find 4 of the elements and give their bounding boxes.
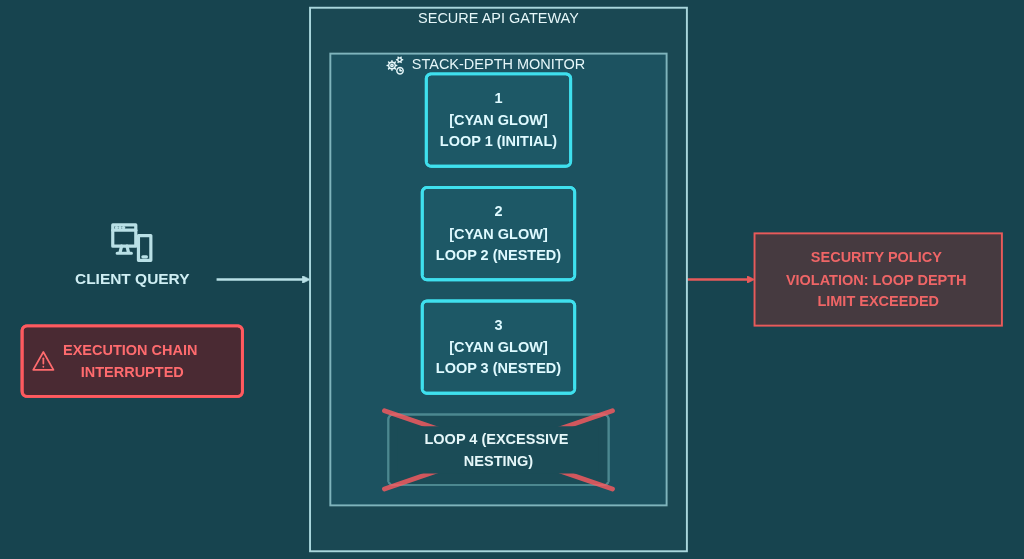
- node-box: SECURITY POLICY VIOLATION: LOOP DEPTH LIMIT EXCEEDED: [753, 232, 1003, 327]
- arrow: [216, 275, 311, 284]
- arrow: [686, 275, 755, 284]
- node-label: CLIENT QUERY: [74, 270, 190, 288]
